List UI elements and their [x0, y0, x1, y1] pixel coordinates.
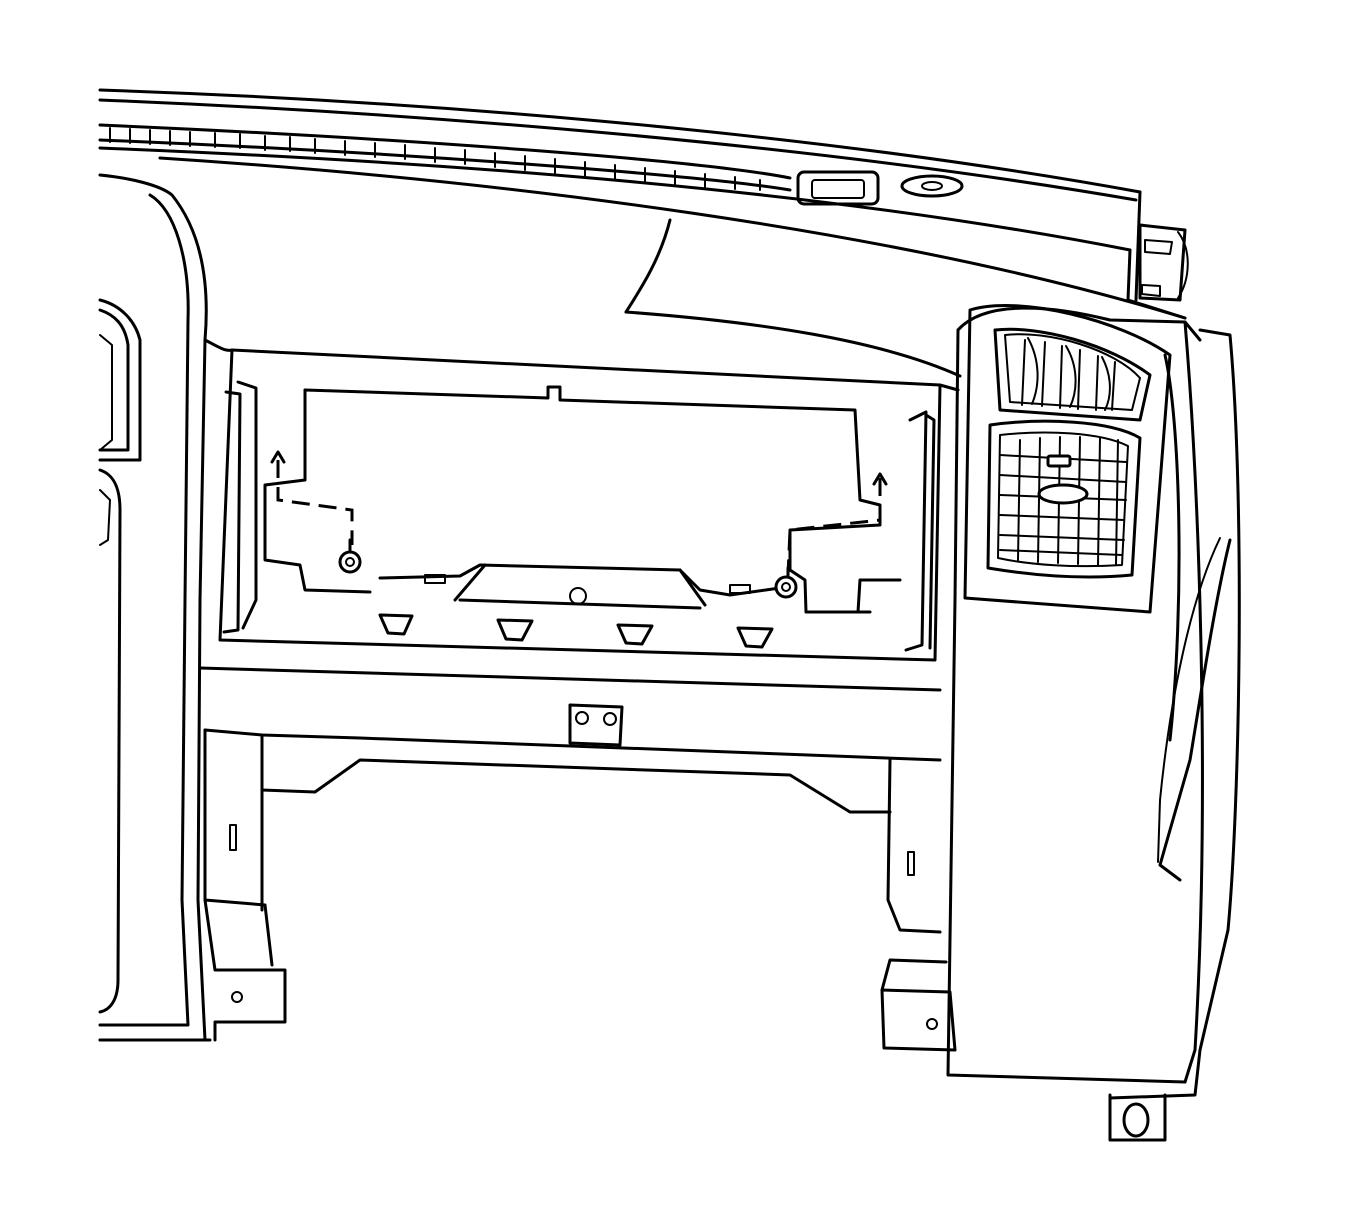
left-bolt: [338, 538, 362, 574]
dash-top-pad: [98, 88, 1187, 378]
left-mounting-bracket: [203, 824, 287, 1042]
dash-sensor-openings: [796, 170, 964, 206]
right-bolt: [774, 566, 798, 599]
clip-4: [736, 626, 774, 649]
right-side-panel: [946, 223, 1241, 1142]
upper-air-vent: [963, 304, 1172, 614]
clip-1: [378, 613, 414, 636]
lower-crossbeam: [198, 666, 942, 934]
defroster-vent-slots: [109, 127, 761, 191]
installation-leaders: [270, 450, 888, 576]
side-trim-lines: [98, 338, 960, 1042]
clip-3: [616, 623, 654, 646]
lower-air-vent: [986, 419, 1142, 579]
glove-box-opening: [218, 348, 942, 662]
instrument-cluster-bezel: [98, 173, 208, 1042]
clip-2: [496, 618, 534, 642]
right-mounting-bracket: [880, 851, 957, 1052]
